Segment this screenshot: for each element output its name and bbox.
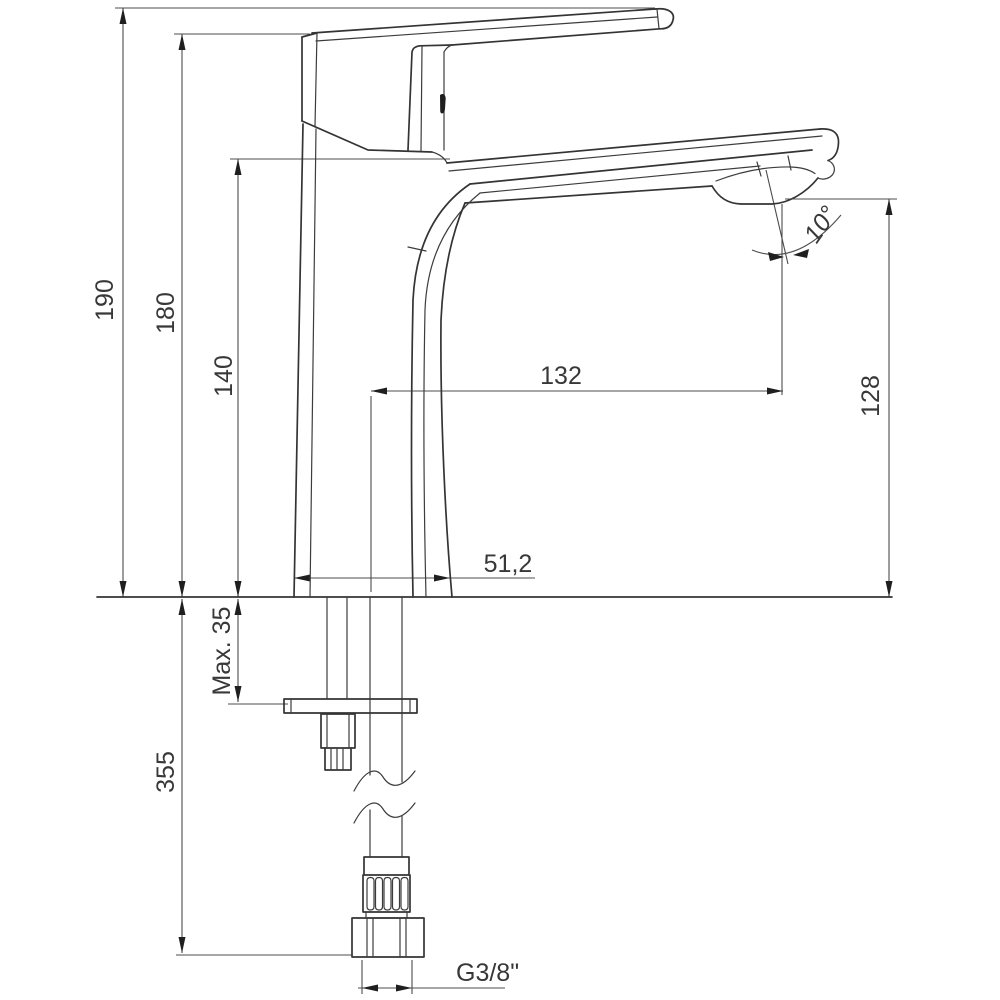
hose-break-curve-1 [353,770,416,792]
under-counter-assembly [283,596,425,958]
mounting-plate-end-lines [290,698,411,714]
hose-break-curve-2 [353,802,416,824]
handle-block-inner-line [420,46,423,152]
arrow-angle-right [793,249,809,258]
arrow-180-bottom [178,581,186,597]
body-step-curve [431,151,448,164]
dim-label-max-deck-thickness: Max. 35 [208,607,236,696]
handle-bevel-line [315,16,658,42]
dim-label-spout-top-height: 140 [210,355,238,397]
arrow-190-bottom [119,581,127,597]
spout-tip-cap [819,128,840,162]
arrow-355-top [178,599,186,615]
spout-top-front-edge [448,135,823,172]
column-mid-fillet [423,192,481,598]
dim-label-outlet-angle: 10° [799,201,844,248]
mounting-nut-facets [326,713,350,749]
handle-bottom-edge [451,27,661,46]
spout-joint-line-2 [787,155,792,171]
threaded-stub-lines [330,747,344,771]
arrow-128-top [885,199,893,215]
connector-ribs [366,876,409,911]
connection-nut-facets [366,917,407,958]
aerator-underside [711,177,819,205]
column-front-fillet [410,183,471,598]
connector-neck-band [365,911,408,919]
connector-collar [363,856,410,876]
dimension-labels: 190 180 140 355 Max. 35 128 132 51,2 G3/… [91,201,885,987]
arrow-355-bottom [178,937,186,953]
angle-arc [751,214,842,256]
dim-label-spout-reach: 132 [540,362,582,390]
spout-tip-lower-curl [817,159,835,180]
arrow-thread-left [362,984,378,992]
handle-base-inner-line [314,32,318,127]
spout-joint-line-1 [756,161,762,177]
angle-reference-line [765,169,789,265]
handle-tip-cap [654,7,675,30]
column-right-edge [440,202,466,598]
handle-block-corner [443,44,453,53]
dim-label-outlet-height: 128 [857,375,885,417]
column-left-inner-line [309,128,317,598]
handle-block-left-edge [407,44,453,151]
arrow-132-right [767,387,783,395]
handle-base-bottom-edge [301,120,433,153]
handle-top-edge [311,8,656,34]
dimension-arrowheads [119,8,893,992]
dim-label-total-height: 190 [91,279,119,321]
arrow-thread-right [396,984,412,992]
handle-indicator-detail [440,93,446,114]
threaded-stub [324,747,352,771]
arrow-140-top [234,159,242,175]
mounting-plate [283,698,418,714]
faucet-outline [96,7,893,598]
spout-top-back-edge [446,128,821,164]
connection-nut [351,917,425,958]
dim-label-connection-thread: G3/8" [456,959,519,987]
spout-side-upper-edge [469,149,813,185]
arrow-max35-top [234,599,242,615]
spout-bottom-edge [464,185,713,204]
arrow-angle-left [768,252,784,261]
spout-side-lower-edge [479,165,761,194]
arrow-180-top [178,34,186,50]
mounting-nut [320,713,356,749]
handle-base-top-edge [301,32,318,38]
arrow-190-top [119,8,127,24]
dimension-lines [115,7,897,994]
handle-tip-joint [656,8,660,30]
dim-label-hose-length: 355 [152,751,180,793]
dim-label-handle-height: 180 [152,292,180,334]
arrow-51-left [294,574,310,582]
column-joint-line [407,246,427,252]
arrow-128-bottom [885,581,893,597]
arrow-51-right [434,574,450,582]
dim-label-base-width: 51,2 [484,550,533,578]
arrow-140-bottom [234,581,242,597]
arrow-max35-bottom [234,686,242,702]
arrow-132-left [371,387,387,395]
connector-ribbed-body [362,874,411,913]
column-left-edge [293,123,304,598]
